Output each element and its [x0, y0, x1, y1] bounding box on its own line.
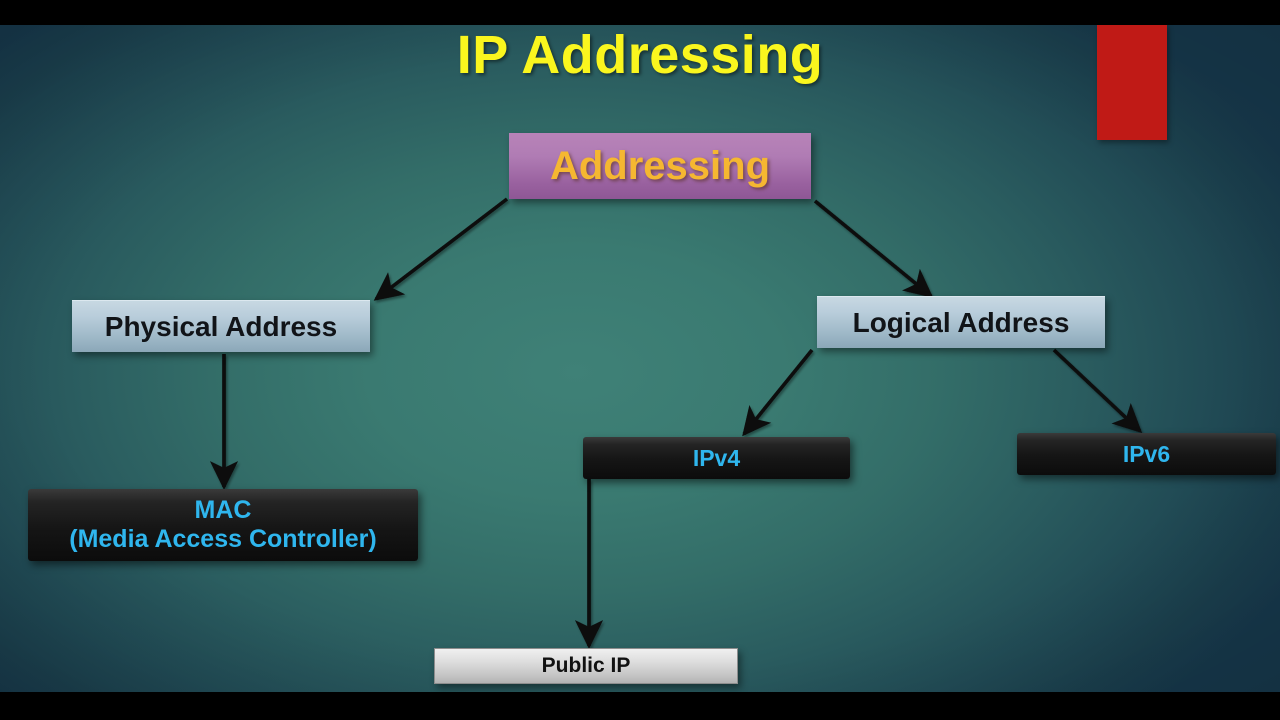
node-mac-line2: (Media Access Controller) [69, 525, 377, 553]
node-addressing[interactable]: Addressing [509, 133, 811, 199]
slide-background [0, 25, 1280, 692]
node-ipv6[interactable]: IPv6 [1017, 433, 1276, 475]
node-logical-address[interactable]: Logical Address [817, 296, 1105, 348]
node-mac-line1: MAC [194, 495, 252, 524]
node-mac[interactable]: MAC (Media Access Controller) [28, 489, 418, 561]
node-physical-address[interactable]: Physical Address [72, 300, 370, 352]
red-accent-rectangle [1097, 25, 1167, 140]
letterbox-top [0, 0, 1280, 25]
letterbox-bottom [0, 692, 1280, 720]
page-title: IP Addressing [456, 25, 824, 85]
node-public-ip[interactable]: Public IP [434, 648, 738, 684]
node-ipv4[interactable]: IPv4 [583, 437, 850, 479]
